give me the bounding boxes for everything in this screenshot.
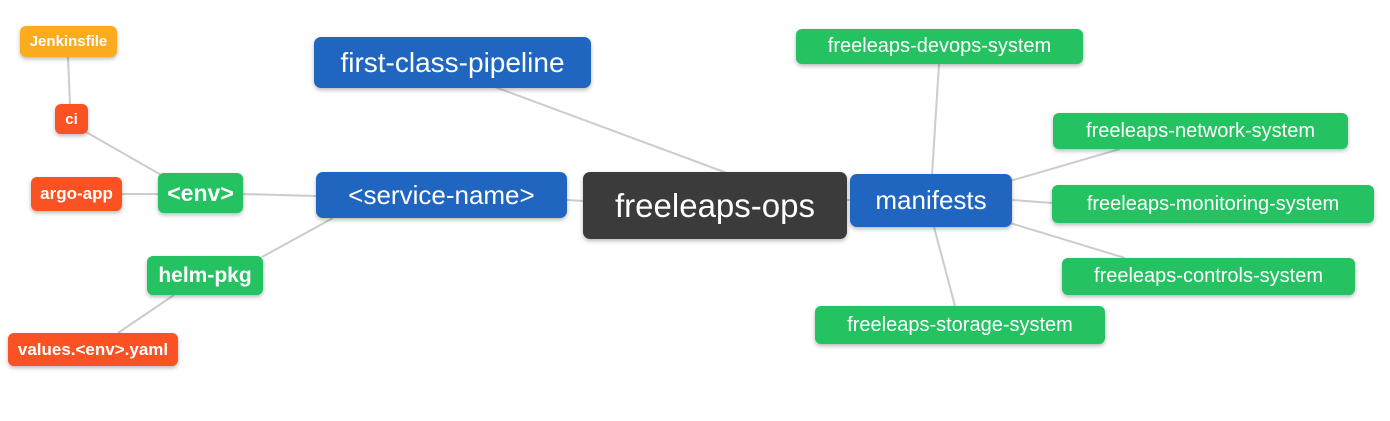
edge-helm-pkg--service-name — [261, 217, 334, 258]
node-helm-pkg[interactable]: helm-pkg — [147, 256, 263, 295]
node-freeleaps-network-system[interactable]: freeleaps-network-system — [1053, 113, 1348, 149]
node-label-freeleaps-devops-system: freeleaps-devops-system — [827, 35, 1052, 57]
node-label-argo-app: argo-app — [40, 184, 113, 203]
node-jenkinsfile[interactable]: Jenkinsfile — [20, 26, 117, 57]
edge-manifests--freeleaps-storage-system — [933, 226, 956, 307]
node-label-ci: ci — [65, 110, 78, 128]
edge-values-env-yaml--helm-pkg — [117, 294, 175, 334]
node-label-freeleaps-storage-system: freeleaps-storage-system — [847, 313, 1073, 336]
node-label-first-class-pipeline: first-class-pipeline — [340, 46, 565, 78]
edge-manifests--freeleaps-network-system — [1009, 148, 1121, 182]
edge-jenkinsfile--ci — [67, 56, 71, 105]
node-label-freeleaps-network-system: freeleaps-network-system — [1086, 119, 1315, 142]
node-label-helm-pkg: helm-pkg — [158, 263, 252, 287]
node-service-name[interactable]: <service-name> — [316, 172, 567, 218]
node-first-class-pipeline[interactable]: first-class-pipeline — [314, 37, 591, 88]
node-manifests[interactable]: manifests — [850, 174, 1012, 227]
node-freeleaps-storage-system[interactable]: freeleaps-storage-system — [815, 306, 1105, 344]
node-label-manifests: manifests — [875, 185, 987, 215]
edge-manifests--freeleaps-devops-system — [931, 63, 940, 176]
node-freeleaps-ops[interactable]: freeleaps-ops — [583, 172, 847, 239]
node-freeleaps-devops-system[interactable]: freeleaps-devops-system — [796, 29, 1083, 64]
node-env[interactable]: <env> — [158, 173, 243, 213]
edge-env--service-name — [242, 193, 317, 197]
node-label-freeleaps-controls-system: freeleaps-controls-system — [1094, 265, 1323, 287]
node-label-freeleaps-ops: freeleaps-ops — [615, 186, 815, 224]
edge-first-class-pipeline--freeleaps-ops — [494, 86, 728, 174]
node-label-freeleaps-monitoring-system: freeleaps-monitoring-system — [1086, 192, 1340, 215]
edge-service-name--freeleaps-ops — [566, 199, 585, 202]
edge-manifests--freeleaps-monitoring-system — [1011, 199, 1053, 204]
node-label-service-name: <service-name> — [348, 179, 535, 210]
node-ci[interactable]: ci — [55, 104, 88, 134]
node-label-values-env-yaml: values.<env>.yaml — [17, 339, 169, 359]
node-values-env-yaml[interactable]: values.<env>.yaml — [8, 333, 178, 366]
node-label-jenkinsfile: Jenkinsfile — [29, 33, 108, 50]
node-argo-app[interactable]: argo-app — [31, 177, 122, 211]
edge-manifests--freeleaps-controls-system — [1009, 222, 1126, 259]
node-freeleaps-controls-system[interactable]: freeleaps-controls-system — [1062, 258, 1355, 295]
edge-ci--env — [85, 131, 164, 177]
node-label-env: <env> — [167, 179, 234, 206]
node-freeleaps-monitoring-system[interactable]: freeleaps-monitoring-system — [1052, 185, 1374, 223]
